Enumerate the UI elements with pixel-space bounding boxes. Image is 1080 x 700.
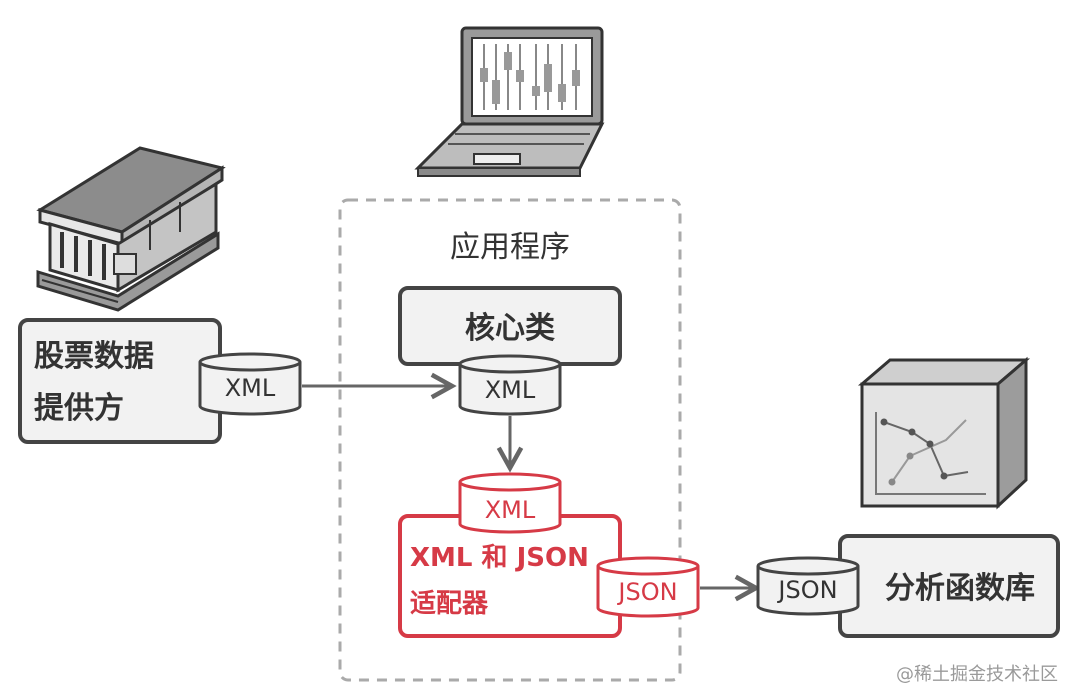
library-json-label: JSON [776, 576, 837, 604]
analytics-box-icon [857, 356, 1031, 510]
core-class-label: 核心类 [465, 311, 555, 346]
laptop-chart-icon [414, 26, 605, 177]
core-xml-cylinder [458, 354, 562, 416]
application-boundary [338, 198, 682, 682]
adapter-title: XML 和 JSON [410, 543, 589, 573]
adapter-xml-label: XML [485, 496, 536, 524]
provider-xml-cylinder [198, 352, 302, 416]
adapter-json-cylinder [596, 556, 700, 618]
stock-provider-label-line2: 提供方 [34, 391, 124, 426]
application-label: 应用程序 [450, 230, 570, 265]
stock-provider-label-line1: 股票数据 [34, 339, 154, 374]
core-xml-label: XML [485, 376, 536, 404]
provider-xml-label: XML [225, 374, 276, 402]
watermark-text: @稀土掘金技术社区 [896, 664, 1058, 685]
library-json-cylinder [756, 556, 860, 616]
adapter-subtitle: 适配器 [410, 589, 489, 619]
bank-building-icon [36, 146, 226, 312]
adapter-json-label: JSON [616, 578, 677, 606]
adapter-xml-cylinder [458, 472, 562, 534]
analytics-library-label: 分析函数库 [885, 571, 1035, 606]
